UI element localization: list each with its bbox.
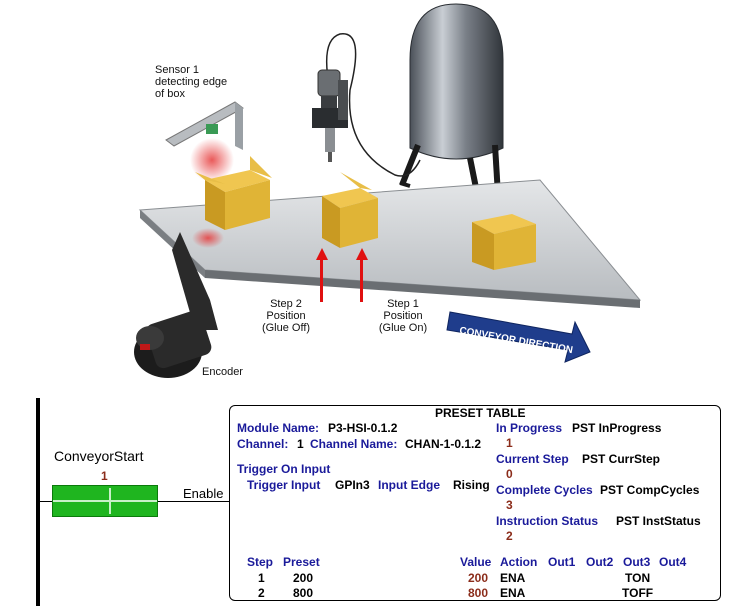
- box-3: [472, 214, 536, 270]
- instruction-status-label: Instruction Status: [496, 514, 599, 528]
- current-step-label: Current Step: [496, 452, 569, 466]
- col-out2: Out2: [586, 555, 614, 569]
- row-1-step: 1: [258, 571, 265, 585]
- col-out4: Out4: [659, 555, 687, 569]
- step-2-marker: [316, 248, 328, 302]
- step-1-label: Step 1 Position (Glue On): [378, 298, 428, 334]
- in-progress-tag: PST InProgress: [572, 421, 662, 435]
- in-progress-value: 1: [506, 436, 513, 450]
- preset-table-title: PRESET TABLE: [435, 406, 526, 420]
- row-1-action: ENA: [500, 571, 526, 585]
- encoder-motor: [134, 310, 212, 378]
- instruction-status-tag: PST InstStatus: [616, 514, 701, 528]
- trigger-input-value: GPIn3: [335, 478, 370, 492]
- current-step-tag: PST CurrStep: [582, 452, 661, 466]
- step-1-marker: [356, 248, 368, 302]
- channel-label: Channel:: [237, 437, 289, 451]
- current-step-value: 0: [506, 467, 513, 481]
- module-name-label: Module Name:: [237, 421, 320, 435]
- module-name-value: P3-HSI-0.1.2: [328, 421, 398, 435]
- row-2-step: 2: [258, 586, 265, 600]
- complete-cycles-value: 3: [506, 498, 513, 512]
- col-value: Value: [460, 555, 492, 569]
- box-2: [322, 172, 378, 248]
- input-edge-label: Input Edge: [378, 478, 440, 492]
- channel-value: 1: [297, 437, 304, 451]
- glue-hose: [325, 33, 421, 177]
- step-2-label: Step 2 Position (Glue Off): [261, 298, 311, 334]
- in-progress-label: In Progress: [496, 421, 563, 435]
- encoder-label: Encoder: [202, 366, 243, 378]
- row-1-value: 200: [468, 571, 489, 585]
- row-2-out3: TOFF: [622, 586, 654, 600]
- col-out1: Out1: [548, 555, 576, 569]
- enable-label: Enable: [183, 486, 224, 501]
- contact-horizontal-mark: [53, 500, 157, 502]
- row-2-value: 800: [468, 586, 489, 600]
- row-2-preset: 800: [293, 586, 314, 600]
- row-1-out3: TON: [625, 571, 651, 585]
- contact-tag: ConveyorStart: [54, 448, 144, 464]
- col-preset: Preset: [283, 555, 320, 569]
- conveyor-start-contact[interactable]: [52, 485, 158, 517]
- preset-table-box[interactable]: PRESET TABLE Module Name: P3-HSI-0.1.2 C…: [229, 405, 721, 601]
- row-1-preset: 200: [293, 571, 314, 585]
- col-step: Step: [247, 555, 274, 569]
- trigger-input-label: Trigger Input: [247, 478, 321, 492]
- ladder-power-rail: [36, 398, 40, 606]
- sensor-label: Sensor 1 detecting edge of box: [155, 64, 228, 100]
- contact-value: 1: [101, 469, 108, 483]
- col-out3: Out3: [623, 555, 651, 569]
- rung-wire-left: [40, 501, 52, 502]
- col-action: Action: [500, 555, 538, 569]
- complete-cycles-label: Complete Cycles: [496, 483, 593, 497]
- trigger-on-input-label: Trigger On Input: [237, 462, 331, 476]
- sensor-arm: [165, 101, 244, 248]
- glue-tank: [399, 3, 504, 199]
- rung-wire-right: [158, 501, 229, 502]
- channel-name-value: CHAN-1-0.1.2: [405, 437, 482, 451]
- instruction-status-value: 2: [506, 529, 513, 543]
- glue-gun: [312, 69, 348, 162]
- row-2-action: ENA: [500, 586, 526, 600]
- complete-cycles-tag: PST CompCycles: [600, 483, 700, 497]
- conveyor-direction-arrow: [446, 311, 591, 363]
- input-edge-value: Rising: [453, 478, 490, 492]
- box-1: [195, 156, 272, 230]
- conveyor-illustration: [134, 3, 642, 378]
- channel-name-label: Channel Name:: [310, 437, 398, 451]
